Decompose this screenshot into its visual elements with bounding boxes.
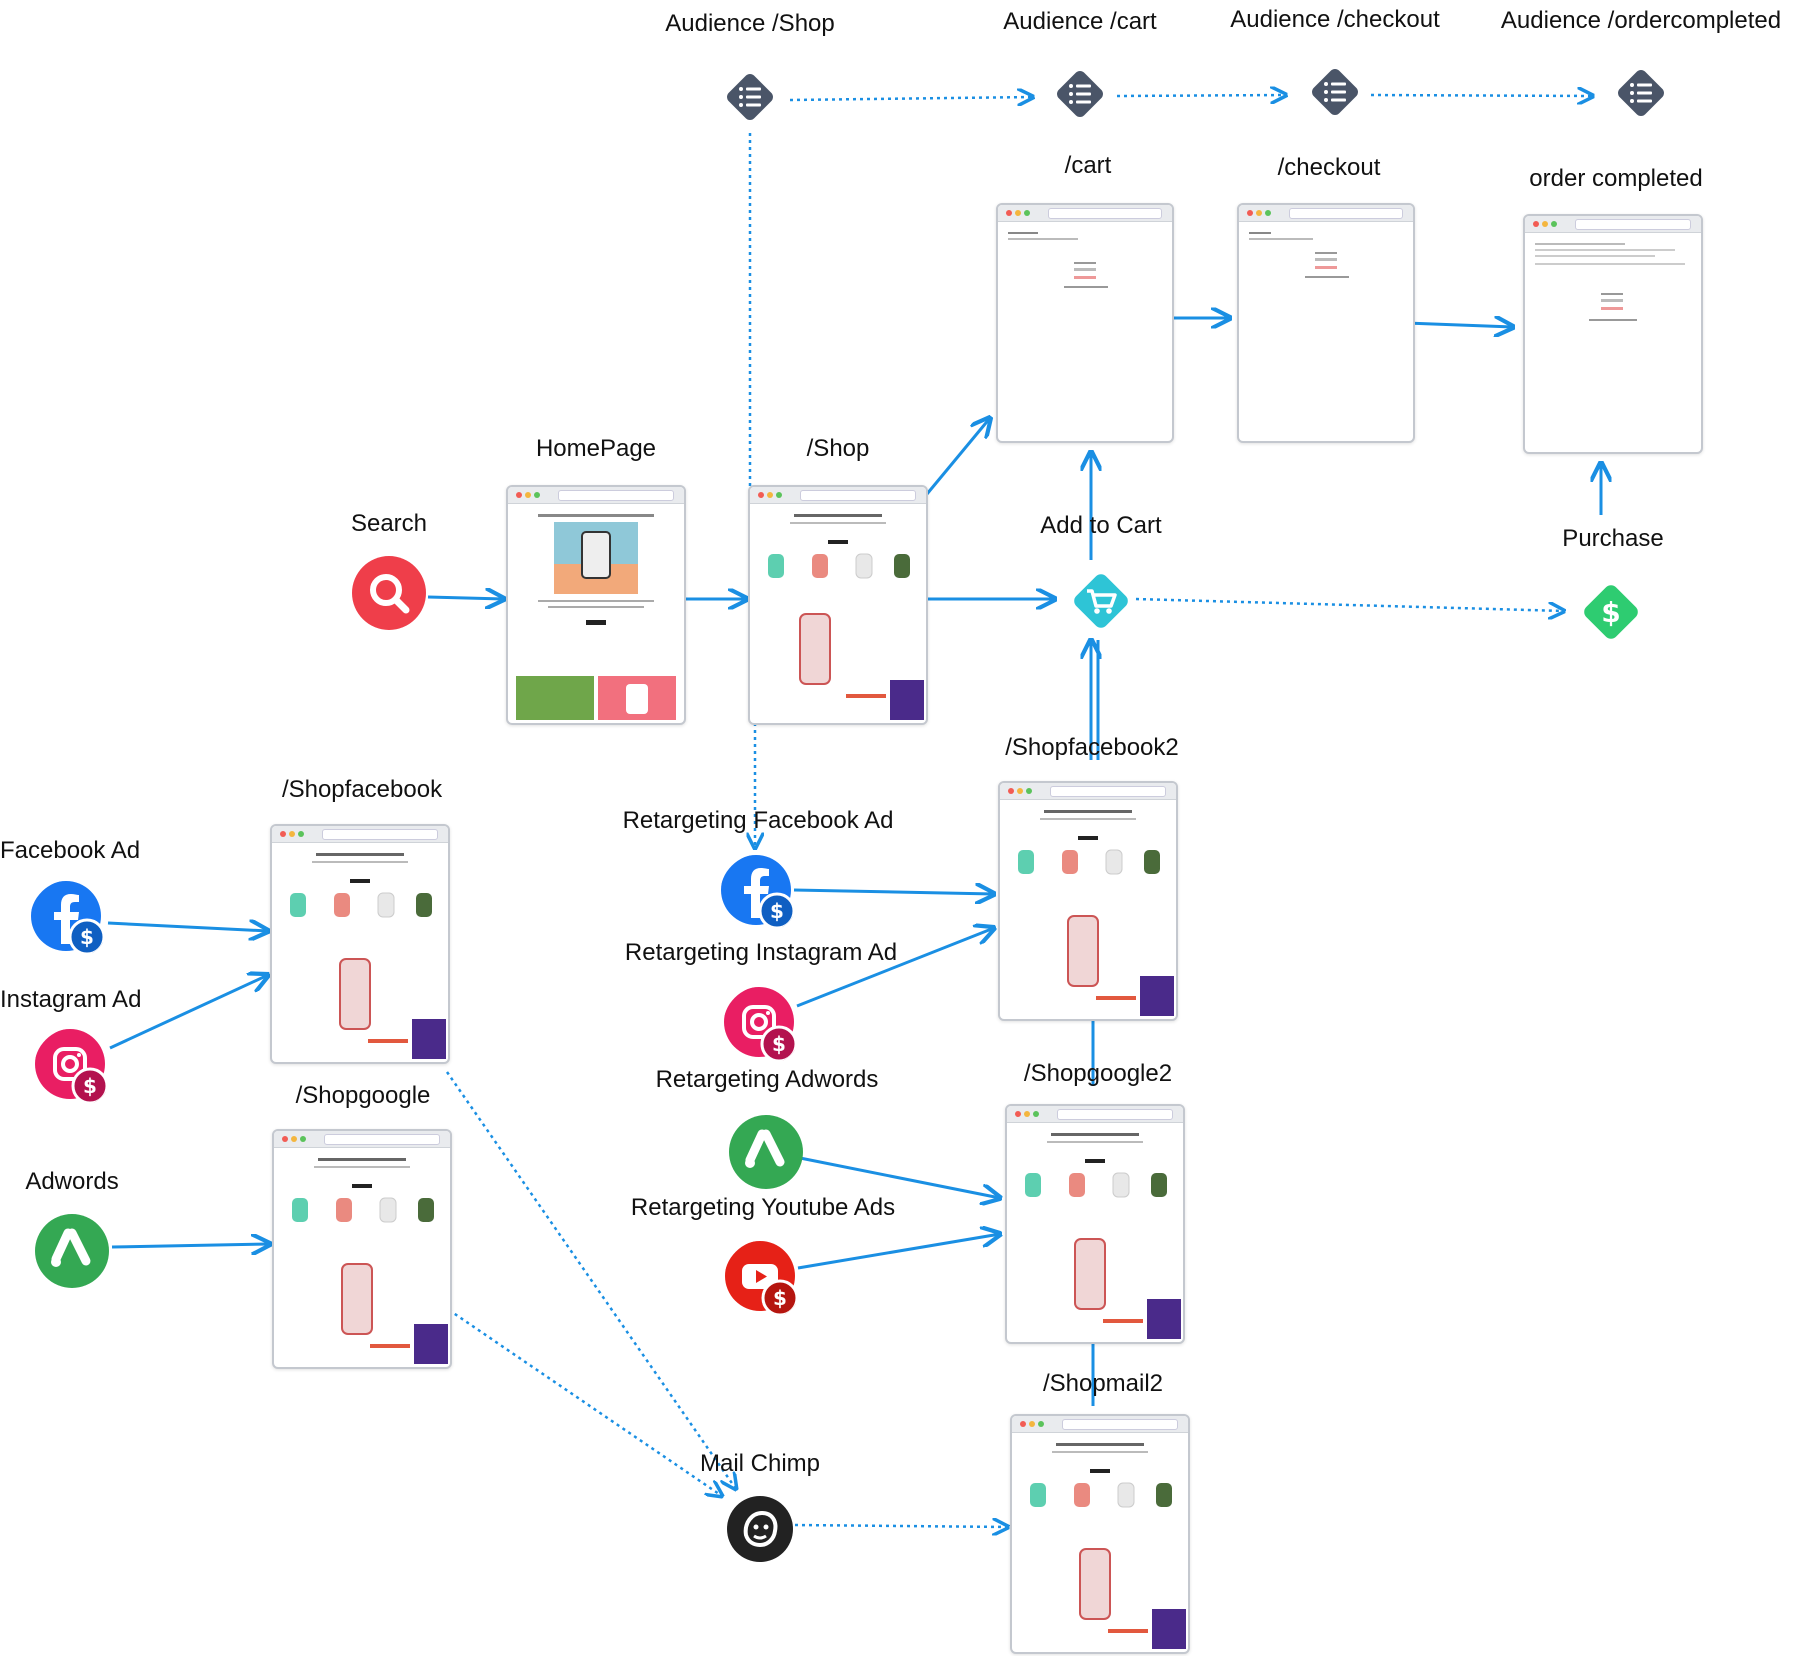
homepage-preview — [516, 514, 676, 720]
shopfacebook-browser-thumbnail[interactable] — [270, 824, 450, 1064]
mailchimp-icon[interactable] — [726, 1495, 794, 1563]
audience-checkout-list-icon[interactable] — [1305, 62, 1365, 122]
svg-text:$: $ — [1601, 596, 1620, 629]
audience-checkout-label: Audience /checkout — [1230, 6, 1440, 33]
order-completed-browser-thumbnail[interactable] — [1523, 214, 1703, 454]
shopgoogle-label: /Shopgoogle — [295, 1082, 431, 1109]
audience-shop-list-icon[interactable] — [720, 67, 780, 127]
retargeting-adwords-icon[interactable] — [728, 1114, 804, 1190]
arrow-checkout-ordercompleted — [1405, 323, 1513, 327]
audience-ordercompleted-list-icon[interactable] — [1611, 63, 1671, 123]
shopgoogle-browser-thumbnail[interactable] — [272, 1129, 452, 1369]
shop-browser-thumbnail[interactable] — [748, 485, 928, 725]
order-completed-preview — [1535, 243, 1685, 321]
cart-browser-thumbnail[interactable] — [996, 203, 1174, 443]
shopfacebook2-browser-thumbnail[interactable] — [998, 781, 1178, 1021]
adwords-label: Adwords — [25, 1168, 119, 1195]
retargeting-facebook-label: Retargeting Facebook Ad — [622, 807, 894, 834]
shopgoogle-preview — [292, 1158, 448, 1364]
shopfacebook-label: /Shopfacebook — [281, 776, 443, 803]
dotted-aud-checkout-aud-ordercompleted — [1370, 95, 1593, 96]
search-label: Search — [350, 510, 428, 537]
svg-text:$: $ — [772, 1032, 786, 1056]
svg-text:$: $ — [773, 1286, 787, 1310]
retargeting-facebook-icon[interactable]: $ — [720, 854, 800, 934]
search-icon[interactable] — [351, 555, 427, 631]
adwords-icon[interactable] — [34, 1213, 110, 1289]
purchase-dollar-icon[interactable]: $ — [1576, 577, 1646, 647]
arrow-shop-cart — [920, 418, 990, 501]
dotted-addtocart-purchase — [1135, 597, 1564, 611]
facebook-ad-icon[interactable]: $ — [30, 880, 110, 960]
dotted-shopfacebook-mailchimp — [445, 1071, 736, 1489]
dotted-mailchimp-shopmail2 — [794, 1525, 1008, 1527]
retargeting-youtube-icon[interactable]: $ — [724, 1240, 804, 1320]
arrow-radwords-shopgoogle2 — [799, 1156, 1000, 1198]
add-to-cart-label: Add to Cart — [1040, 512, 1162, 539]
instagram-ad-icon[interactable]: $ — [34, 1028, 114, 1108]
add-to-cart-cart-icon[interactable] — [1066, 566, 1136, 636]
homepage-browser-thumbnail[interactable] — [506, 485, 686, 725]
shop-label: /Shop — [806, 435, 870, 462]
svg-text:$: $ — [80, 925, 94, 949]
retargeting-adwords-label: Retargeting Adwords — [655, 1066, 879, 1093]
shopmail2-preview — [1030, 1443, 1186, 1649]
order-completed-label: order completed — [1529, 165, 1703, 192]
homepage-label: HomePage — [535, 435, 657, 462]
purchase-label: Purchase — [1562, 525, 1664, 552]
shopmail2-label: /Shopmail2 — [1042, 1370, 1164, 1397]
shopfacebook2-label: /Shopfacebook2 — [1005, 734, 1179, 761]
shopgoogle2-browser-thumbnail[interactable] — [1005, 1104, 1185, 1344]
retargeting-instagram-label: Retargeting Instagram Ad — [624, 939, 898, 966]
dotted-aud-shop-aud-cart — [789, 97, 1033, 100]
instagram-ad-label: Instagram Ad — [0, 986, 142, 1013]
audience-cart-label: Audience /cart — [1003, 8, 1157, 35]
arrow-ryt-shopgoogle2 — [797, 1234, 1000, 1270]
arrow-adwords-shopgoogle — [111, 1244, 270, 1247]
arrow-ig-shopfacebook — [109, 975, 268, 1050]
cart-preview — [1008, 232, 1108, 288]
arrow-search-homepage — [427, 597, 504, 599]
shop-preview — [768, 514, 924, 720]
arrow-rfb-shopfacebook2 — [793, 890, 994, 894]
audience-shop-label: Audience /Shop — [665, 10, 835, 37]
checkout-browser-thumbnail[interactable] — [1237, 203, 1415, 443]
arrow-rig-shopfacebook2 — [796, 928, 994, 1008]
retargeting-instagram-icon[interactable]: $ — [723, 986, 803, 1066]
mailchimp-label: Mail Chimp — [699, 1450, 821, 1477]
checkout-label: /checkout — [1277, 154, 1381, 181]
facebook-ad-label: Facebook Ad — [0, 837, 141, 864]
shopfacebook2-preview — [1018, 810, 1174, 1016]
audience-ordercompleted-label: Audience /ordercompleted — [1500, 7, 1782, 34]
svg-text:$: $ — [770, 899, 784, 923]
shopgoogle2-preview — [1025, 1133, 1181, 1339]
shopmail2-browser-thumbnail[interactable] — [1010, 1414, 1190, 1654]
dotted-shopgoogle-mailchimp — [448, 1308, 722, 1496]
audience-cart-list-icon[interactable] — [1050, 64, 1110, 124]
checkout-preview — [1249, 232, 1349, 278]
arrow-fb-shopfacebook — [107, 923, 268, 931]
shopfacebook-preview — [290, 853, 446, 1059]
cart-label: /cart — [1064, 152, 1112, 179]
svg-text:$: $ — [83, 1074, 97, 1098]
retargeting-youtube-label: Retargeting Youtube Ads — [630, 1194, 896, 1221]
shopgoogle2-label: /Shopgoogle2 — [1023, 1060, 1173, 1087]
dotted-aud-cart-aud-checkout — [1116, 95, 1286, 96]
